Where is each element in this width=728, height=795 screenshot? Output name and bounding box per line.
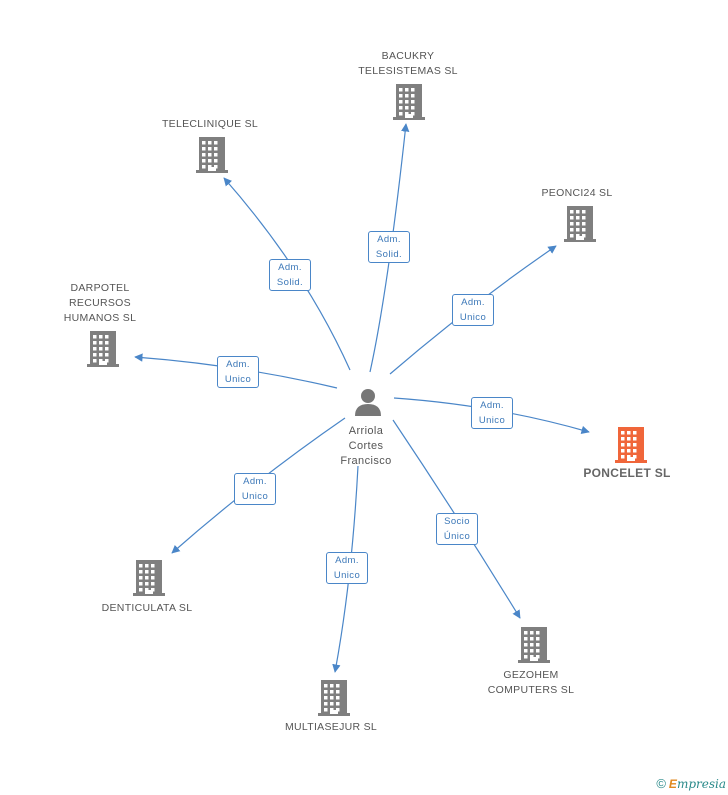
brand-name: mpresia: [676, 777, 726, 791]
building-icon: [518, 627, 550, 663]
relation-label-bacukry: Adm. Solid.: [368, 231, 410, 263]
company-name-poncelet[interactable]: PONCELET SL: [583, 466, 671, 480]
building-icon: [318, 680, 350, 716]
relation-label-gezohem: Socio Único: [436, 513, 478, 545]
building-icon: [133, 560, 165, 596]
copyright-icon: ©: [656, 776, 666, 791]
center-person-name[interactable]: Arriola Cortes Francisco: [340, 425, 392, 467]
company-node-multiasejur[interactable]: [318, 680, 350, 721]
company-name-gezohem[interactable]: GEZOHEM COMPUTERS SL: [487, 669, 575, 696]
company-node-darpotel[interactable]: [87, 331, 119, 372]
building-icon: [615, 427, 647, 463]
footer-brand[interactable]: ©Empresia: [656, 776, 726, 791]
relation-label-darpotel: Adm. Unico: [217, 356, 259, 388]
building-icon: [564, 206, 596, 242]
building-icon: [196, 137, 228, 173]
relation-label-denticulata: Adm. Unico: [234, 473, 276, 505]
relation-label-poncelet: Adm. Unico: [471, 397, 513, 429]
company-name-bacukry[interactable]: BACUKRY TELESISTEMAS SL: [358, 50, 458, 77]
brand-initial: E: [668, 777, 677, 791]
person-icon: [355, 389, 381, 416]
relation-label-peonci24: Adm. Unico: [452, 294, 494, 326]
company-name-multiasejur[interactable]: MULTIASEJUR SL: [284, 721, 378, 733]
company-node-peonci24[interactable]: [564, 206, 596, 247]
company-name-denticulata[interactable]: DENTICULATA SL: [101, 602, 193, 614]
building-icon: [393, 84, 425, 120]
company-node-teleclinique[interactable]: [196, 137, 228, 178]
relation-label-multiasejur: Adm. Unico: [326, 552, 368, 584]
edge-bacukry: [369, 123, 410, 373]
building-icon: [87, 331, 119, 367]
relation-label-teleclinique: Adm. Solid.: [269, 259, 311, 291]
company-name-darpotel[interactable]: DARPOTEL RECURSOS HUMANOS SL: [63, 282, 137, 324]
company-name-teleclinique[interactable]: TELECLINIQUE SL: [161, 118, 259, 130]
company-node-denticulata[interactable]: [133, 560, 165, 601]
center-person[interactable]: [353, 387, 383, 422]
company-node-bacukry[interactable]: [393, 84, 425, 125]
company-node-gezohem[interactable]: [518, 627, 550, 668]
company-node-poncelet[interactable]: [615, 427, 647, 468]
company-name-peonci24[interactable]: PEONCI24 SL: [541, 187, 613, 199]
